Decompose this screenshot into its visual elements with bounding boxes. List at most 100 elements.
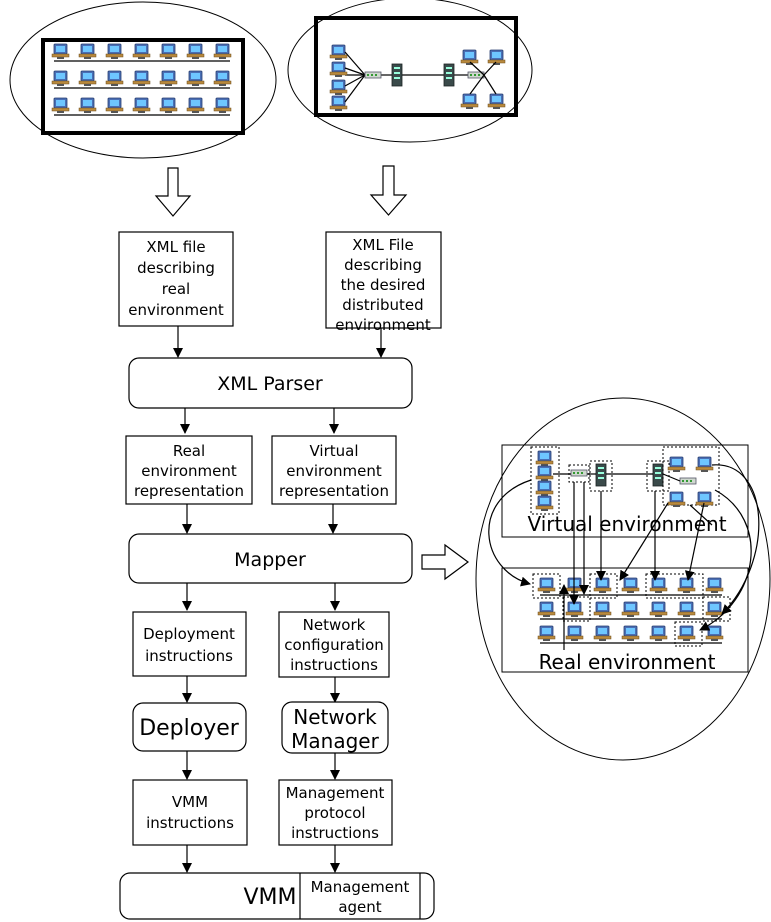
computer-icon <box>132 97 151 114</box>
computer-icon <box>705 625 724 642</box>
real-environment-cluster: Real environment <box>532 573 731 674</box>
computer-icon <box>705 601 724 618</box>
computer-icon <box>213 70 232 87</box>
real-cluster-picture <box>9 1 277 159</box>
text-line: environment <box>141 462 237 480</box>
computer-icon <box>186 70 205 87</box>
computer-icon <box>649 601 668 618</box>
computer-icon <box>105 97 124 114</box>
vmm-label: VMM <box>243 885 296 910</box>
mapper-box: Mapper <box>128 533 413 584</box>
computer-icon <box>78 70 97 87</box>
deployer-box: Deployer <box>132 702 247 752</box>
text-line: instructions <box>145 647 233 665</box>
text-line: instructions <box>290 656 378 674</box>
computer-icon <box>78 43 97 60</box>
text-line: configuration <box>284 636 384 654</box>
computer-icon <box>51 70 70 87</box>
text-line: Management <box>311 878 410 896</box>
desired-network-picture <box>287 0 533 143</box>
text-line: describing <box>137 259 215 277</box>
text-line: distributed <box>342 296 423 314</box>
computer-icon <box>105 70 124 87</box>
network-instructions-label: Network configuration instructions <box>284 616 384 674</box>
text-line: Network <box>303 616 366 634</box>
real-xml-file-box: XML file describing real environment <box>118 231 234 327</box>
computer-icon <box>705 577 724 594</box>
computer-icon <box>537 577 556 594</box>
computer-icon <box>621 601 640 618</box>
virtual-representation-label: Virtual environment representation <box>279 442 389 500</box>
computer-icon <box>78 97 97 114</box>
virtual-environment-topology: Virtual environment <box>527 446 727 536</box>
computer-icon <box>649 625 668 642</box>
hollow-arrow-to-mapping <box>421 543 470 581</box>
text-line: VMM <box>172 793 208 811</box>
computer-icon <box>621 625 640 642</box>
real-environment-label: Real environment <box>539 650 716 674</box>
text-line: XML file <box>146 238 205 256</box>
computer-icon <box>51 97 70 114</box>
computer-icon <box>186 97 205 114</box>
computer-icon <box>565 625 584 642</box>
text-line: environment <box>128 301 224 319</box>
xml-parser-box: XML Parser <box>128 357 413 409</box>
computer-icon <box>621 577 640 594</box>
computer-icon <box>593 625 612 642</box>
text-line: real <box>162 280 190 298</box>
computer-icon <box>677 601 696 618</box>
computer-icon <box>537 625 556 642</box>
management-instructions-label: Management protocol instructions <box>286 784 385 842</box>
computer-icon <box>132 70 151 87</box>
text-line: environment <box>335 316 431 334</box>
computer-icon <box>159 43 178 60</box>
text-line: Management <box>286 784 385 802</box>
deployer-label: Deployer <box>139 716 240 741</box>
computer-icon <box>213 43 232 60</box>
computer-icon <box>132 43 151 60</box>
computer-icon <box>105 43 124 60</box>
computer-icon <box>51 43 70 60</box>
xml-parser-label: XML Parser <box>217 373 323 395</box>
mapping-view: Virtual environment Real environment <box>475 397 771 761</box>
mapping-arrows <box>488 464 760 650</box>
computer-icon <box>159 70 178 87</box>
hollow-arrow-left <box>154 167 192 217</box>
network-instructions-box: Network configuration instructions <box>278 611 390 678</box>
computer-icon <box>186 43 205 60</box>
text-line: Network <box>293 705 377 729</box>
text-line: agent <box>338 898 381 916</box>
virtual-environment-label: Virtual environment <box>527 512 726 536</box>
vmm-box: VMM Management agent <box>119 872 435 920</box>
computer-icon <box>565 601 584 618</box>
computer-icon <box>677 625 696 642</box>
mapper-label: Mapper <box>234 549 306 571</box>
real-xml-file-label: XML file describing real environment <box>128 238 224 319</box>
text-line: describing <box>344 256 422 274</box>
computer-icon <box>593 601 612 618</box>
text-line: instructions <box>291 824 379 842</box>
text-line: Manager <box>291 729 379 753</box>
text-line: Real <box>173 442 205 460</box>
text-line: representation <box>279 482 389 500</box>
computer-icon <box>537 601 556 618</box>
text-line: the desired <box>341 276 426 294</box>
computer-icon <box>649 577 668 594</box>
computer-icon <box>213 97 232 114</box>
text-line: Virtual <box>309 442 358 460</box>
text-line: protocol <box>304 804 365 822</box>
virtual-representation-box: Virtual environment representation <box>271 435 397 505</box>
management-agent-label: Management agent <box>311 878 410 916</box>
text-line: environment <box>286 462 382 480</box>
